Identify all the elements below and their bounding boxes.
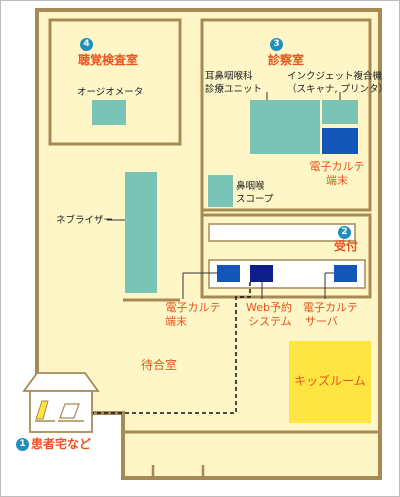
- room-number-badge: 1: [16, 438, 29, 451]
- kids-room: [289, 341, 371, 423]
- audiometer-label: オージオメータ: [77, 87, 144, 98]
- patient-home-title: 患者宅など: [31, 437, 92, 451]
- ent-unit-label-2: 診療ユニット: [205, 84, 263, 95]
- exam-ehr-terminal: [322, 128, 358, 154]
- reception-ehr-terminal: [217, 265, 240, 282]
- kids-room-label: キッズルーム: [294, 374, 366, 388]
- exam-room-badge-row: 3: [270, 38, 285, 51]
- waiting-room-label: 待合室: [141, 358, 178, 372]
- reception-badge-row: 2: [338, 226, 353, 239]
- scope-label-1: 鼻咽喉: [236, 181, 265, 192]
- ent-unit-label-1: 耳鼻咽喉科: [205, 71, 253, 82]
- room-number-badge: 4: [80, 38, 93, 51]
- server-label-2: サーバ: [305, 315, 338, 328]
- network-connection-line: [88, 282, 251, 414]
- laptop-icon: [35, 400, 55, 422]
- exam-terminal-label-2: 端末: [326, 174, 348, 187]
- reception-terminal-label-2: 端末: [165, 315, 187, 328]
- reception-counter-back: [208, 223, 356, 242]
- exam-room-name: 診察室: [268, 53, 305, 67]
- room-number-badge: 3: [270, 38, 283, 51]
- web-reservation-system: [250, 265, 273, 282]
- inkjet-multifunction-printer: [322, 100, 358, 124]
- exam-terminal-label-1: 電子カルテ: [309, 160, 365, 173]
- scope-label-2: スコープ: [236, 194, 274, 205]
- hearing-room-walls: [48, 18, 182, 146]
- web-system-label-1: Web予約: [246, 301, 292, 314]
- audiometer: [92, 100, 126, 125]
- hearing-room-name: 聴覚検査室: [78, 53, 139, 67]
- printer-label-1: インクジェット複合機: [287, 71, 383, 82]
- reception-name: 受付: [334, 239, 359, 253]
- server-label-1: 電子カルテ: [303, 301, 358, 314]
- patient-home-house: [22, 372, 100, 433]
- web-system-label-2: システム: [248, 315, 292, 328]
- room-number-badge: 2: [338, 226, 351, 239]
- laptop-icon-2: [58, 403, 84, 422]
- ehr-server: [334, 265, 357, 282]
- hearing-room-title: 4: [80, 38, 95, 51]
- nasopharyngoscope: [208, 175, 233, 207]
- nebulizer: [125, 172, 157, 293]
- ent-treatment-unit: [250, 100, 320, 154]
- printer-label-2: （スキャナ, プリンタ）: [287, 84, 389, 95]
- nebulizer-label: ネブライザー: [56, 215, 114, 226]
- reception-terminal-label-1: 電子カルテ: [165, 301, 221, 314]
